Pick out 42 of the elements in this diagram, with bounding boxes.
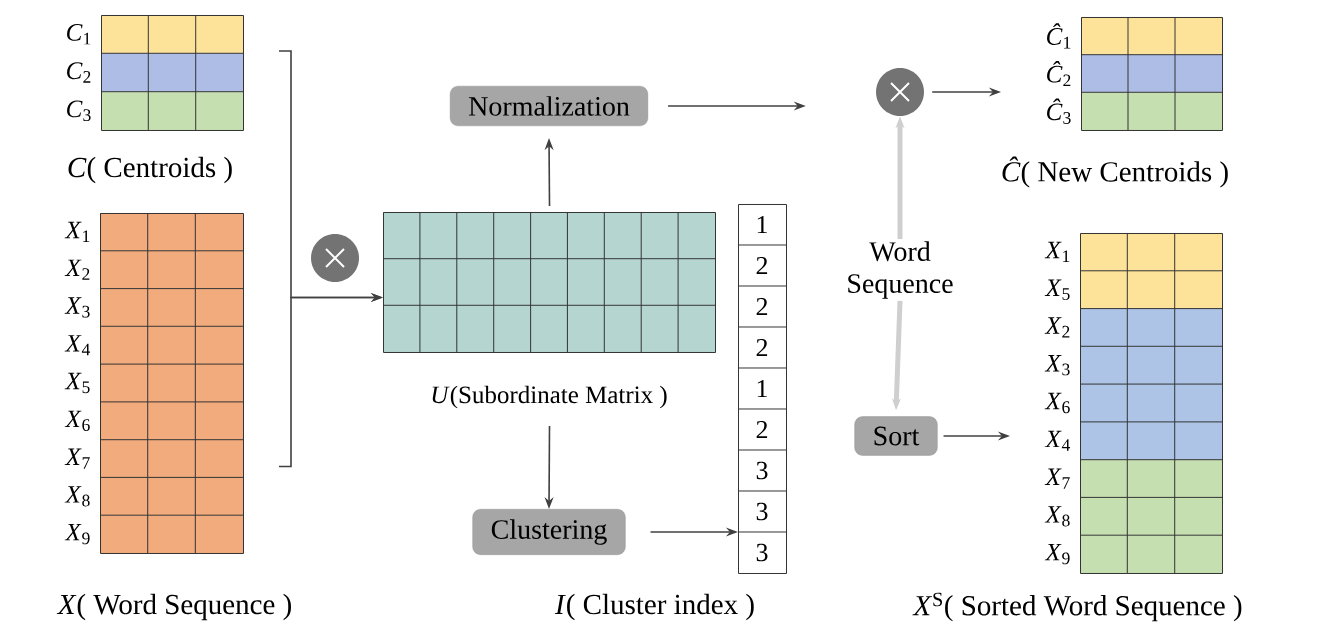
process-box: Normalization <box>449 85 649 127</box>
matrix-caption: Ĉ( New Centroids ) <box>1002 156 1228 188</box>
row-label: Ĉ$_{1}$ <box>1047 23 1071 49</box>
process-box: Sort <box>854 416 938 456</box>
row-label: X$_{5}$ <box>64 372 90 394</box>
multiply-symbol <box>876 68 924 116</box>
matrix-grid <box>99 212 244 554</box>
matrix-grid <box>100 14 244 131</box>
matrix-grid <box>1080 16 1223 131</box>
row-label: X$_{7}$ <box>64 448 90 469</box>
multiply-symbol <box>311 234 359 282</box>
matrix-grid <box>382 211 716 353</box>
row-label: X$_{4}$ <box>1044 430 1071 451</box>
matrix-grid <box>1079 232 1223 574</box>
row-label: X$_{9}$ <box>1044 543 1070 565</box>
index-vector: 1 2 2 2 1 2 3 3 3 <box>737 204 787 574</box>
text-label: Word Sequence <box>848 241 953 299</box>
row-label: X$_{2}$ <box>1044 317 1070 338</box>
matrix-caption: U(Subordinate Matrix ) <box>432 385 667 409</box>
row-label: X$_{8}$ <box>1044 506 1070 527</box>
row-label: X$_{4}$ <box>64 335 91 356</box>
row-label: X$_{7}$ <box>1044 468 1070 489</box>
row-label: X$_{3}$ <box>64 297 90 318</box>
matrix-caption: X( Word Sequence ) <box>56 593 291 621</box>
row-label: Ĉ$_{3}$ <box>1047 98 1071 124</box>
matrix-caption: I( Cluster index ) <box>554 593 754 621</box>
matrix-caption: X$^{S}$( Sorted Word Sequence ) <box>912 592 1242 622</box>
row-label: X$_{9}$ <box>64 523 90 545</box>
row-label: C$_{2}$ <box>67 62 91 83</box>
row-label: X$_{3}$ <box>1044 355 1070 376</box>
row-label: X$_{1}$ <box>1044 241 1070 262</box>
row-label: X$_{2}$ <box>64 259 90 280</box>
row-label: X$_{6}$ <box>1044 392 1070 414</box>
row-label: C$_{3}$ <box>67 100 91 121</box>
process-box: Clustering <box>472 509 626 555</box>
row-label: X$_{6}$ <box>64 410 90 431</box>
row-label: Ĉ$_{2}$ <box>1047 60 1071 87</box>
matrix-caption: C( Centroids ) <box>68 156 232 184</box>
row-label: X$_{8}$ <box>64 486 90 507</box>
row-label: X$_{1}$ <box>64 221 90 242</box>
row-label: X$_{5}$ <box>1044 279 1070 300</box>
row-label: C$_{1}$ <box>67 24 91 45</box>
